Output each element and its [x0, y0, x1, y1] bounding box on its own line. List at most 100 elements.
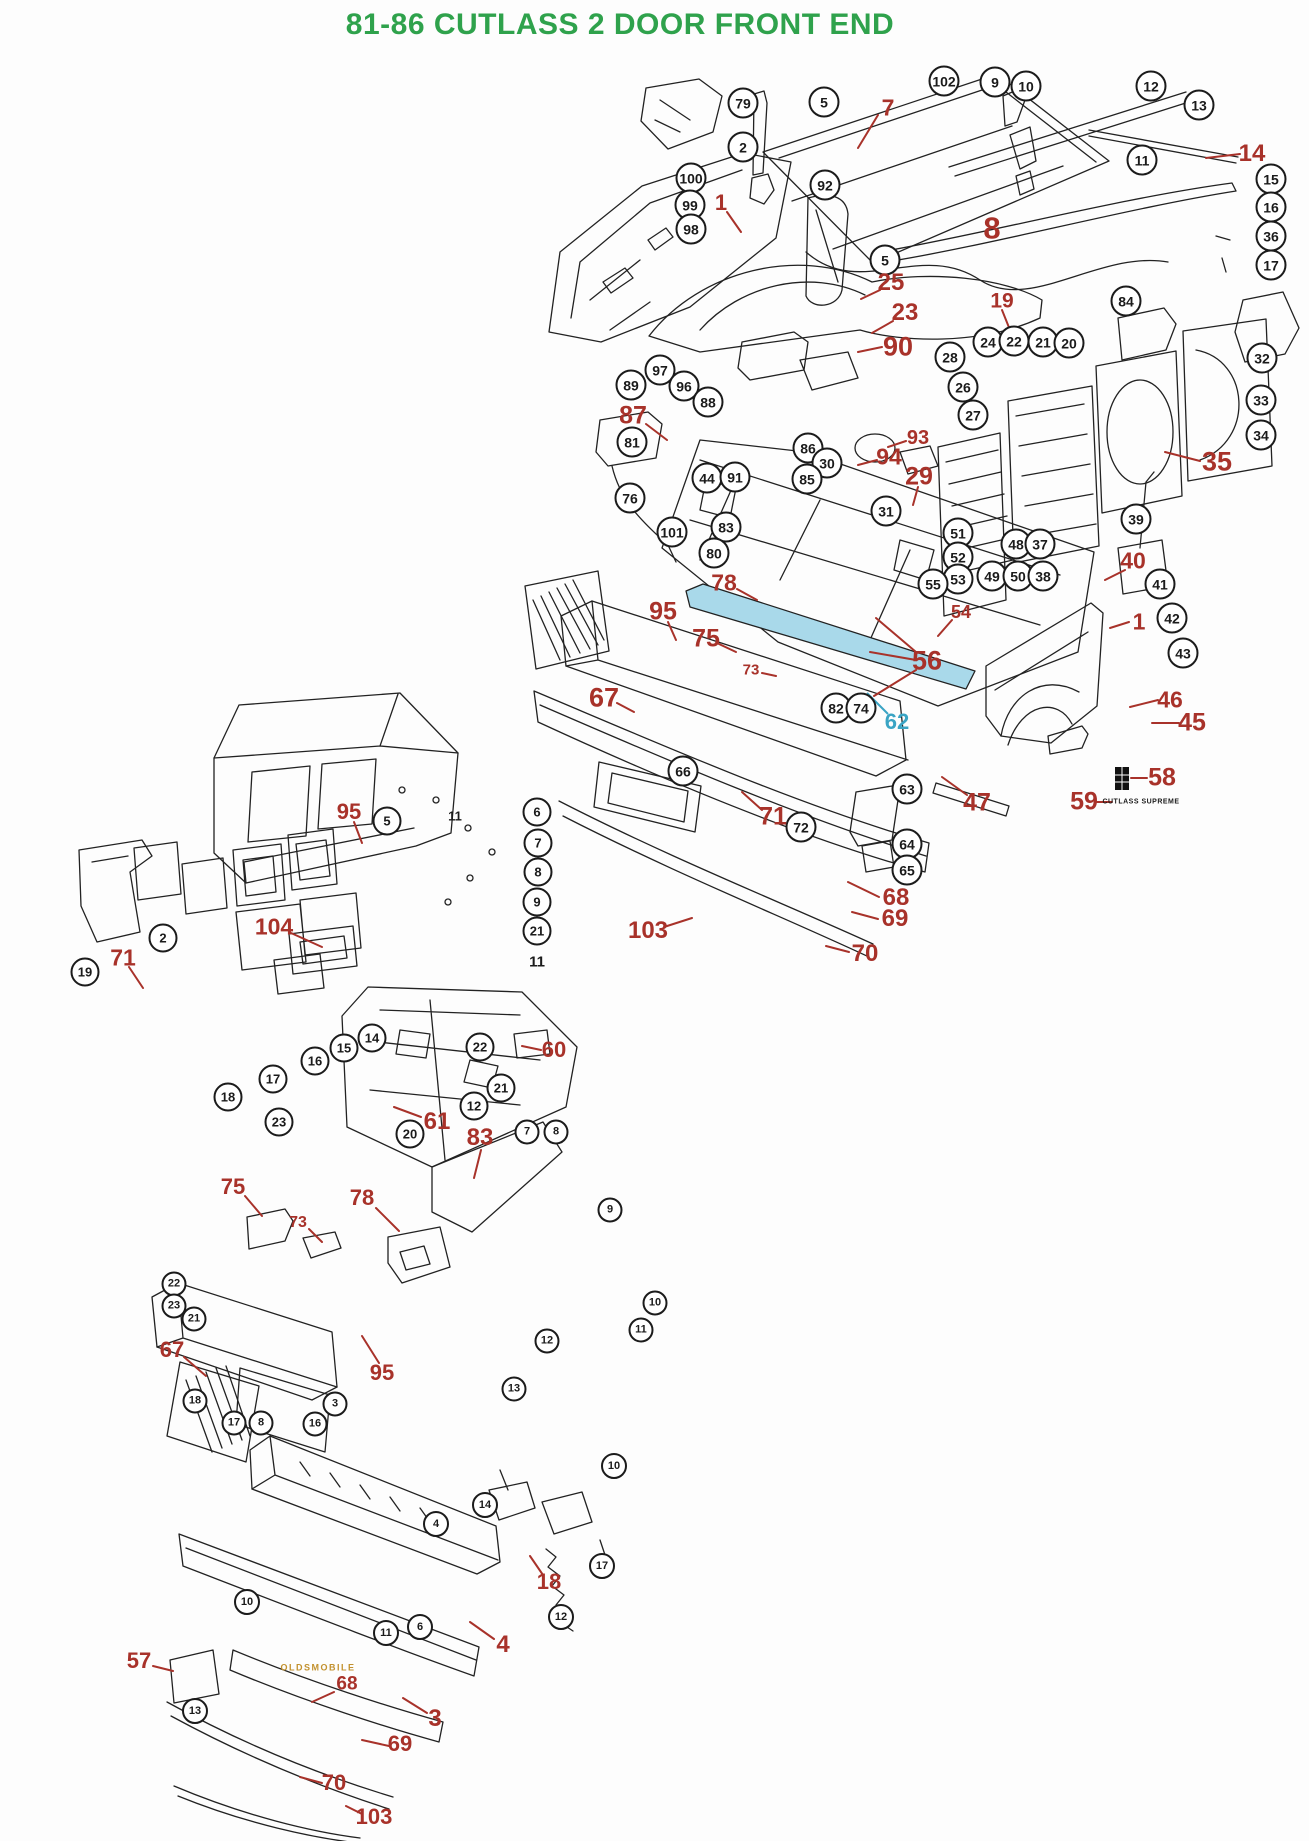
- callout-9: 9: [522, 887, 552, 917]
- battery-tray-parts: [737, 331, 859, 391]
- part-label-7: 7: [881, 94, 895, 121]
- side-marker-lamp: [513, 1029, 551, 1059]
- sight-shield-highlighted: [685, 583, 976, 690]
- coolant-reservoir: [854, 433, 939, 475]
- callout-44: 44: [691, 462, 723, 494]
- part-label-1: 1: [714, 190, 728, 215]
- part-label-87: 87: [619, 401, 647, 430]
- callout-102: 102: [928, 65, 960, 97]
- callout-9: 9: [597, 1197, 623, 1223]
- callout-21: 21: [181, 1306, 207, 1332]
- callout-16: 16: [302, 1411, 328, 1437]
- part-label-67: 67: [588, 682, 620, 713]
- callout-74: 74: [845, 692, 877, 724]
- callout-51: 51: [942, 517, 974, 549]
- callout-16: 16: [1255, 191, 1287, 223]
- callout-9: 9: [979, 66, 1011, 98]
- headlight-bezels: [133, 828, 362, 971]
- part-label-68: 68: [336, 1673, 358, 1695]
- callout-11: 11: [1126, 144, 1158, 176]
- part-label-78: 78: [349, 1185, 375, 1210]
- part-label-62: 62: [884, 709, 910, 734]
- bumper-face-bar: [533, 690, 930, 958]
- callout-30: 30: [811, 447, 843, 479]
- fan-shroud: [1095, 291, 1300, 514]
- callout-12: 12: [534, 1328, 560, 1354]
- part-label-60: 60: [541, 1037, 567, 1062]
- part-label-25: 25: [877, 269, 905, 296]
- callout-39: 39: [1120, 503, 1152, 535]
- part-label-61: 61: [423, 1108, 451, 1135]
- callout-18: 18: [213, 1082, 243, 1112]
- callout-66: 66: [667, 755, 699, 787]
- callout-21: 21: [522, 916, 552, 946]
- hood-release-cable: [805, 251, 1169, 291]
- part-label-73: 73: [742, 661, 760, 679]
- callout-26: 26: [947, 371, 979, 403]
- text-label-oldsmobile: OLDSMOBILE: [280, 1662, 356, 1673]
- callout-100: 100: [675, 162, 707, 194]
- callout-7: 7: [523, 828, 553, 858]
- callout-2: 2: [727, 131, 759, 163]
- callout-34: 34: [1245, 419, 1277, 451]
- inner-fender-panel: [548, 152, 792, 343]
- callout-63: 63: [891, 773, 923, 805]
- callout-36: 36: [1255, 220, 1287, 252]
- callout-16: 16: [300, 1046, 330, 1076]
- callout-81: 81: [616, 426, 648, 458]
- callout-10: 10: [601, 1453, 627, 1479]
- bottom-impact-bar: [249, 1435, 501, 1575]
- callout-89: 89: [615, 369, 647, 401]
- part-label-69: 69: [387, 1731, 413, 1756]
- front-fender: [932, 602, 1104, 817]
- part-label-90: 90: [882, 331, 914, 362]
- part-label-54: 54: [950, 602, 972, 622]
- callout-4: 4: [423, 1511, 449, 1537]
- callout-49: 49: [976, 560, 1008, 592]
- callout-7: 7: [514, 1119, 540, 1145]
- callout-23: 23: [264, 1107, 294, 1137]
- callout-79: 79: [727, 87, 759, 119]
- bottom-face-bar: [178, 1533, 480, 1677]
- callout-8: 8: [248, 1410, 274, 1436]
- license-pocket: [593, 761, 702, 833]
- part-label-47: 47: [963, 788, 991, 817]
- part-label-71: 71: [759, 802, 787, 831]
- callout-24: 24: [972, 326, 1004, 358]
- part-label-29: 29: [905, 462, 933, 491]
- part-label-95: 95: [649, 597, 677, 626]
- callout-88: 88: [692, 386, 724, 418]
- part-label-1: 1: [1132, 608, 1146, 635]
- part-label-57: 57: [126, 1648, 152, 1673]
- callout-8: 8: [543, 1119, 569, 1145]
- callout-98: 98: [675, 213, 707, 245]
- part-label-56: 56: [911, 645, 943, 676]
- callout-20: 20: [395, 1119, 425, 1149]
- callout-42: 42: [1156, 602, 1188, 634]
- callout-28: 28: [934, 341, 966, 373]
- callout-37: 37: [1024, 528, 1056, 560]
- callout-13: 13: [501, 1376, 527, 1402]
- callout-64: 64: [891, 828, 923, 860]
- callout-82: 82: [820, 692, 852, 724]
- callout-17: 17: [221, 1410, 247, 1436]
- part-label-58: 58: [1148, 763, 1176, 792]
- callout-101: 101: [656, 516, 688, 548]
- header-end-cap: [78, 839, 153, 943]
- callout-21: 21: [486, 1073, 516, 1103]
- part-label-73: 73: [289, 1214, 307, 1231]
- callout-10: 10: [234, 1589, 260, 1615]
- part-label-40: 40: [1120, 547, 1146, 574]
- part-label-71: 71: [110, 944, 136, 971]
- hood-hinge-parts: [749, 89, 1037, 205]
- callout-11: 11: [628, 1317, 654, 1343]
- red-leader-lines: [128, 114, 1241, 1815]
- ac-condenser: [937, 432, 1014, 617]
- callout-5: 5: [869, 244, 901, 276]
- callout-76: 76: [614, 482, 646, 514]
- part-label-103: 103: [355, 1804, 393, 1829]
- callout-6: 6: [522, 797, 552, 827]
- part-label-103: 103: [627, 917, 669, 944]
